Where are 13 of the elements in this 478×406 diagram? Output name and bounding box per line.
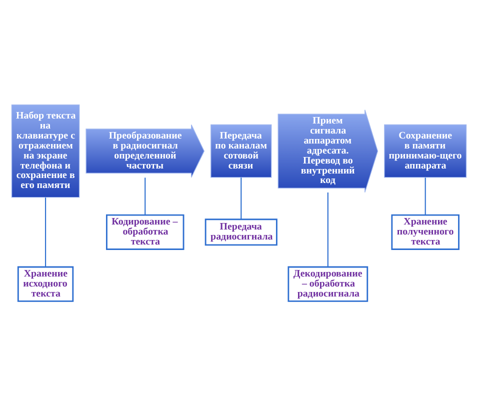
node-box: Передача радиосигнала (204, 218, 278, 246)
node-box: Хранение полученного текста (391, 214, 460, 250)
connector (327, 192, 328, 267)
connector (240, 178, 242, 220)
connector (45, 198, 46, 267)
node-box: Передача по каналам сотовой связи (210, 124, 272, 178)
connector (144, 178, 146, 215)
node-box: Декодирование – обработка радиосигнала (288, 266, 368, 302)
node-box: Кодирование – обработка текста (106, 214, 184, 250)
node-box: Хранение исходного текста (17, 266, 74, 302)
node-box: Сохранение в памяти принимаю-щего аппарата (384, 124, 467, 178)
node-box: Набор текста на клавиатуре с отражением на экране телефона и сохранение в его памяти (11, 104, 80, 198)
connector (424, 178, 426, 215)
